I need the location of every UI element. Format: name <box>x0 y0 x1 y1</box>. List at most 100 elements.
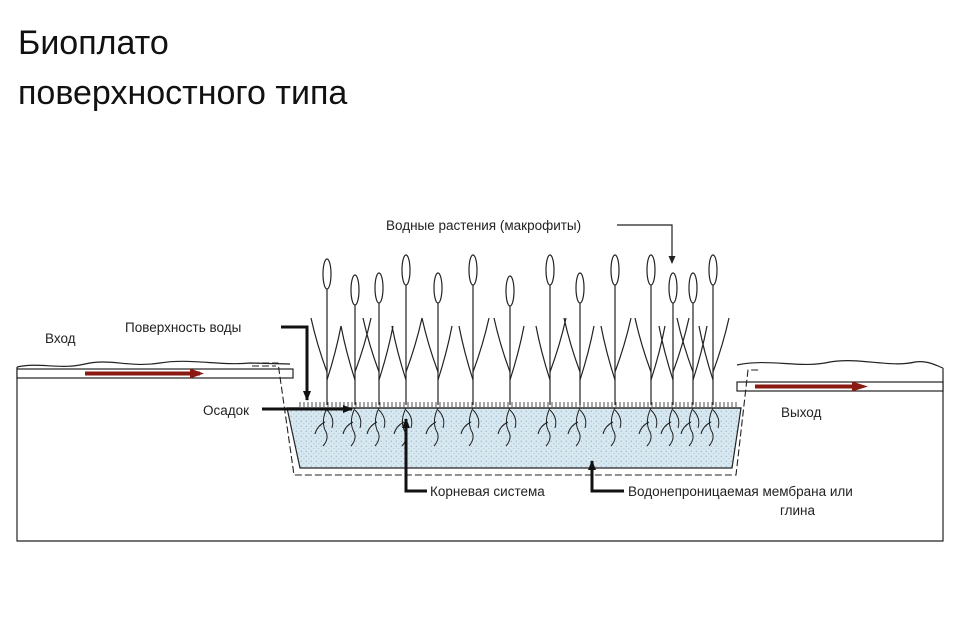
plant-head <box>688 272 698 304</box>
root <box>354 409 362 429</box>
root <box>342 421 354 435</box>
plant-head <box>433 272 443 304</box>
plant-leaf <box>650 325 666 381</box>
title-line-1: Биоплато <box>18 24 169 62</box>
water-surface-label: Поверхность воды <box>125 320 241 335</box>
plant-head <box>505 275 515 307</box>
page-title: Биоплато поверхностного типа <box>18 18 347 118</box>
root <box>668 407 674 447</box>
plant <box>310 258 342 405</box>
membrane-label-line-2: глина <box>780 503 816 518</box>
plant-roots <box>497 407 517 447</box>
plant-roots <box>700 407 720 447</box>
plant-leaf <box>600 325 616 381</box>
plant <box>563 272 595 405</box>
ground <box>16 360 944 542</box>
root-system-group <box>314 407 720 447</box>
root <box>437 409 445 429</box>
plant-head <box>575 272 585 304</box>
plant <box>658 272 690 405</box>
root <box>650 409 658 429</box>
plant-leaf <box>458 325 474 381</box>
root <box>497 421 509 435</box>
plant-leaf <box>421 317 439 373</box>
plant <box>362 272 394 405</box>
root <box>660 421 672 435</box>
plant-leaf <box>692 325 708 381</box>
sediment-label: Осадок <box>203 403 249 418</box>
plant-leaf <box>579 325 595 381</box>
plant-leaf <box>391 325 407 381</box>
title-line-2: поверхностного типа <box>18 74 348 112</box>
root <box>472 409 480 429</box>
plant-head <box>350 274 360 306</box>
plant <box>391 254 423 405</box>
root <box>688 407 694 447</box>
root <box>322 407 328 447</box>
root <box>700 421 712 435</box>
plant-leaf <box>698 325 714 381</box>
pointer-arrows <box>262 224 676 493</box>
root <box>610 407 616 447</box>
root <box>614 409 622 429</box>
root <box>672 409 680 429</box>
root <box>712 409 720 429</box>
plant-leaf <box>326 325 342 381</box>
root <box>575 407 581 447</box>
plant-leaf <box>712 317 730 373</box>
plant-head <box>401 254 411 286</box>
plant-leaf <box>549 317 567 373</box>
root <box>708 407 714 447</box>
root <box>537 421 549 435</box>
plant <box>493 275 525 405</box>
plant-roots <box>314 407 334 447</box>
root <box>314 421 326 435</box>
root <box>378 409 386 429</box>
root <box>646 407 652 447</box>
plant-roots <box>460 407 480 447</box>
plant-roots <box>537 407 557 447</box>
plant-leaf <box>634 317 652 373</box>
membrane-label-line-1: Водонепроницаемая мембрана или <box>628 484 853 499</box>
plant-head <box>668 272 678 304</box>
root <box>545 407 551 447</box>
root <box>602 421 614 435</box>
plant <box>458 254 490 405</box>
plant-leaf <box>535 325 551 381</box>
root <box>425 421 437 435</box>
plant-leaf <box>354 317 372 373</box>
outlet-label: Выход <box>781 405 822 420</box>
plant-roots <box>342 407 362 447</box>
plant-leaf <box>672 317 690 373</box>
plant-leaf <box>472 317 490 373</box>
inlet-pipe <box>16 368 294 379</box>
plant-head <box>646 254 656 286</box>
plant-roots <box>425 407 445 447</box>
plants-group <box>310 254 730 405</box>
plant-head <box>610 254 620 286</box>
plant <box>535 254 567 405</box>
plant-leaf <box>493 317 511 373</box>
plant-leaf <box>563 317 581 373</box>
plant-roots <box>638 407 658 447</box>
plant-head <box>545 254 555 286</box>
basin <box>252 362 760 476</box>
root <box>350 407 356 447</box>
roots-label: Корневая система <box>430 484 545 499</box>
inlet-label: Вход <box>45 331 76 346</box>
plant <box>340 274 372 405</box>
plant-head <box>374 272 384 304</box>
plant <box>698 254 730 405</box>
plant-head <box>708 254 718 286</box>
plant <box>421 272 453 405</box>
plant-head <box>468 254 478 286</box>
root <box>579 409 587 429</box>
plant-leaf <box>310 317 328 373</box>
plant-roots <box>366 407 386 447</box>
root <box>460 421 472 435</box>
plant-leaf <box>362 317 380 373</box>
plant-leaf <box>658 325 674 381</box>
root <box>326 409 334 429</box>
plant-roots <box>680 407 700 447</box>
